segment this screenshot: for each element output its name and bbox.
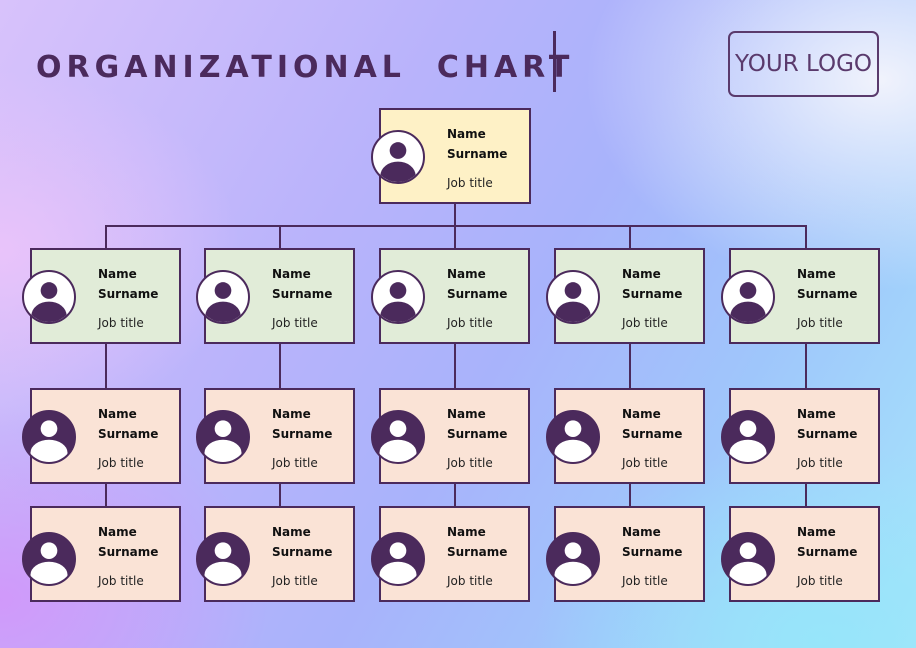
person-surname: Surname [272,545,333,559]
person-surname: Surname [447,287,508,301]
person-name: Name [272,525,311,539]
person-icon [196,270,250,324]
person-name: Name [98,267,137,281]
connector [279,225,281,250]
person-name: Name [98,407,137,421]
person-icon [371,532,425,586]
title-divider [553,31,556,92]
connector [805,225,807,250]
person-surname: Surname [98,545,159,559]
person-name: Name [797,407,836,421]
person-name: Name [272,267,311,281]
person-surname: Surname [272,427,333,441]
person-icon [196,532,250,586]
person-surname: Surname [98,287,159,301]
connector-horizontal [105,225,807,227]
job-title: Job title [797,456,843,470]
person-name: Name [447,127,486,141]
person-surname: Surname [447,545,508,559]
job-title: Job title [797,316,843,330]
job-title: Job title [98,316,144,330]
person-surname: Surname [622,545,683,559]
job-title: Job title [447,456,493,470]
person-name: Name [98,525,137,539]
job-title: Job title [272,456,318,470]
person-icon [371,130,425,184]
job-title: Job title [272,316,318,330]
person-name: Name [622,407,661,421]
person-icon [546,270,600,324]
person-name: Name [622,525,661,539]
person-icon [22,270,76,324]
person-surname: Surname [447,147,508,161]
person-surname: Surname [797,287,858,301]
org-card-top[interactable]: Name Surname Job title [371,108,531,204]
job-title: Job title [622,316,668,330]
job-title: Job title [272,574,318,588]
person-icon [721,410,775,464]
person-surname: Surname [797,427,858,441]
job-title: Job title [447,176,493,190]
job-title: Job title [447,316,493,330]
person-icon [546,532,600,586]
logo-placeholder[interactable]: YOUR LOGO [728,31,879,97]
person-surname: Surname [797,545,858,559]
person-name: Name [447,407,486,421]
person-icon [546,410,600,464]
person-surname: Surname [272,287,333,301]
person-icon [371,410,425,464]
person-name: Name [797,267,836,281]
job-title: Job title [447,574,493,588]
person-icon [721,270,775,324]
person-name: Name [447,267,486,281]
person-surname: Surname [622,427,683,441]
person-icon [22,410,76,464]
person-name: Name [622,267,661,281]
connector [105,225,107,250]
job-title: Job title [622,456,668,470]
person-icon [721,532,775,586]
person-surname: Surname [447,427,508,441]
person-name: Name [797,525,836,539]
person-icon [196,410,250,464]
person-icon [22,532,76,586]
person-icon [371,270,425,324]
job-title: Job title [622,574,668,588]
job-title: Job title [98,456,144,470]
person-name: Name [272,407,311,421]
person-surname: Surname [622,287,683,301]
person-name: Name [447,525,486,539]
job-title: Job title [98,574,144,588]
job-title: Job title [797,574,843,588]
page-title: ORGANIZATIONAL CHART [36,50,575,85]
person-surname: Surname [98,427,159,441]
connector [629,225,631,250]
